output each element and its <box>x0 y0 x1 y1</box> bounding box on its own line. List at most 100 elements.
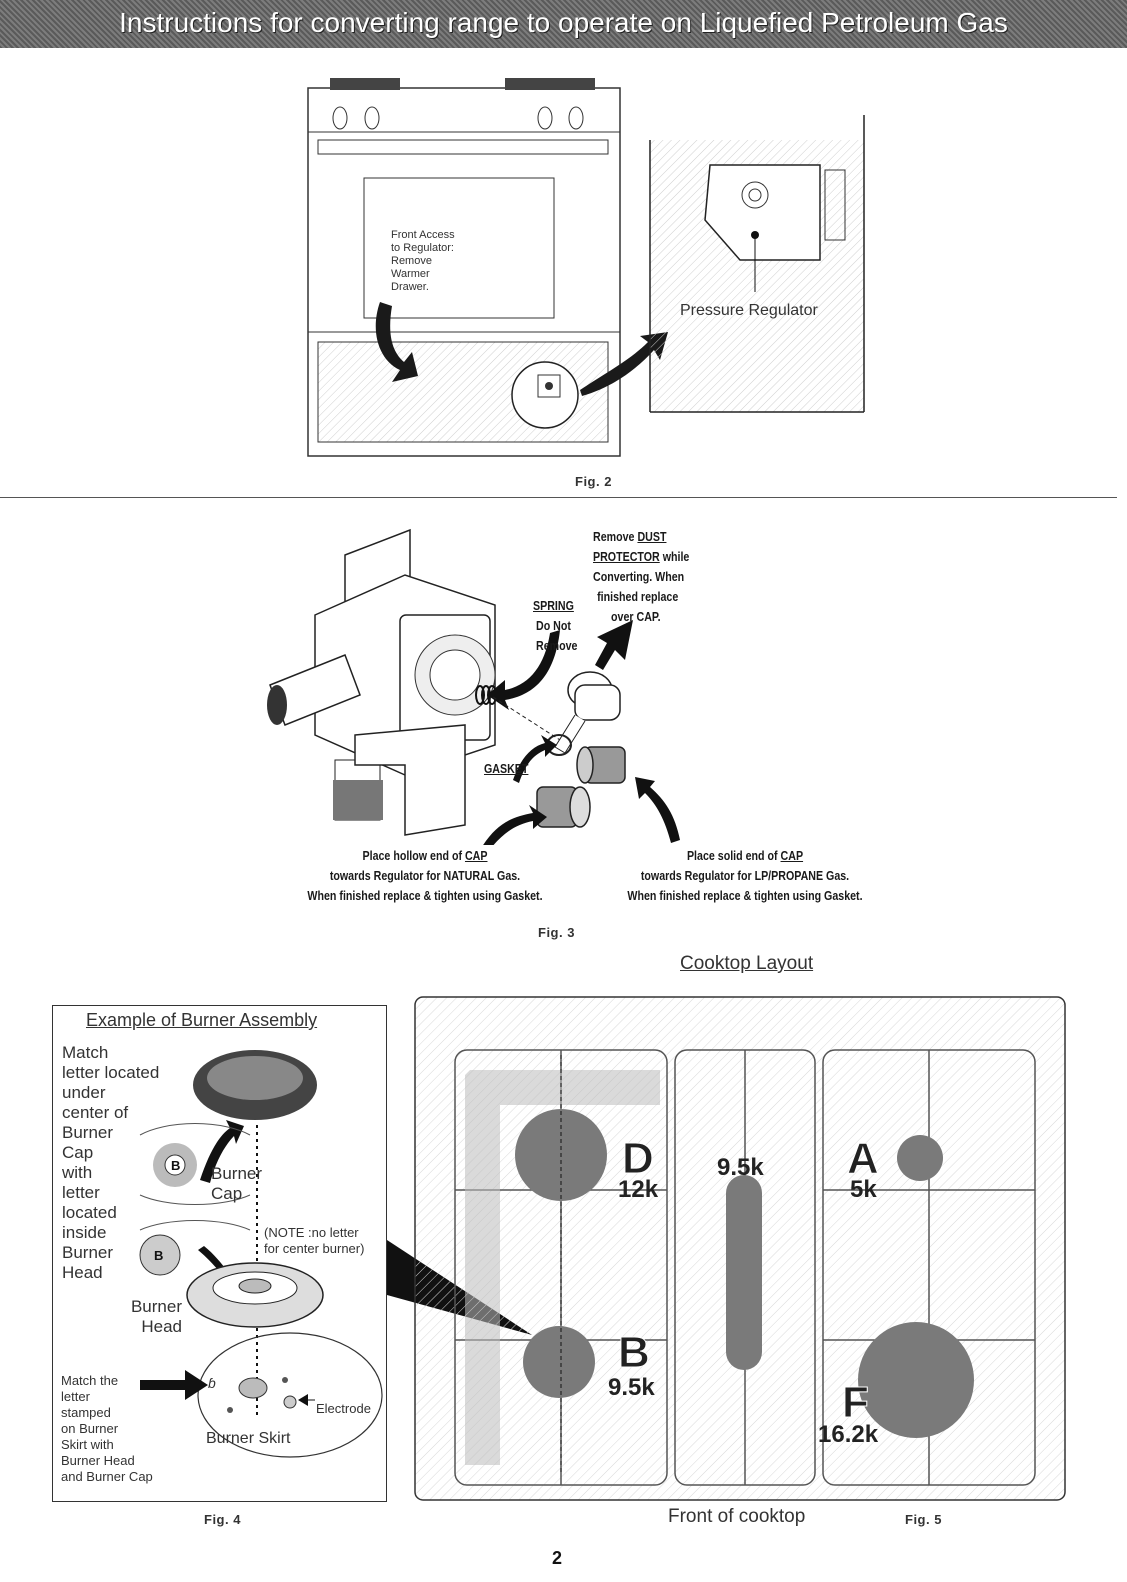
match-line: with <box>62 1163 93 1182</box>
match-line: Burner <box>62 1243 114 1262</box>
burner-cap-line: Cap <box>211 1184 243 1203</box>
fig4-caption: Fig. 4 <box>204 1512 241 1527</box>
svg-text:ɓ: ɓ <box>208 1375 216 1391</box>
burner-letter: A <box>847 1134 879 1183</box>
front-access-line: to Regulator: <box>391 242 454 254</box>
knob-icons <box>332 106 584 130</box>
fig4-burner-illustration: B B ɓ <box>139 1050 383 1458</box>
burner-head-label: Burner Head <box>130 1297 182 1337</box>
match-line: letter <box>62 1183 100 1202</box>
stamped-line: letter <box>61 1389 90 1404</box>
match-line: located <box>62 1203 117 1222</box>
gasket-label: GASKET <box>484 761 529 776</box>
front-access-text: Front Access to Regulator: Remove Warmer… <box>391 229 455 294</box>
dust-line-3: Converting. When <box>593 569 685 584</box>
lp-gas-note: Place solid end of CAP towards Regulator… <box>593 846 896 906</box>
stamped-line: and Burner Cap <box>61 1469 153 1484</box>
page-title: Instructions for converting range to ope… <box>119 7 1008 38</box>
burner-rating: 16.2k <box>818 1421 879 1448</box>
letter-b-cap: B <box>171 1158 180 1173</box>
stamped-line: stamped <box>61 1405 111 1420</box>
front-access-line: Warmer <box>391 268 430 280</box>
burner-cap-label: Burner Cap <box>211 1164 262 1204</box>
electrode-label: Electrode <box>316 1401 371 1416</box>
match-line: Cap <box>62 1143 94 1162</box>
burner-letter: D <box>622 1134 654 1183</box>
fitting-natural <box>536 786 591 828</box>
match-line: Head <box>62 1263 103 1282</box>
while-text: while <box>659 549 690 564</box>
front-access-line: Drawer. <box>391 281 429 293</box>
lp-line-3: When finished replace & tighten using Ga… <box>627 888 863 903</box>
front-of-cooktop-label: Front of cooktop <box>668 1506 806 1527</box>
stamped-line: Match the <box>61 1373 119 1388</box>
cooktop-layout-title: Cooktop Layout <box>680 953 814 974</box>
match-line: under <box>62 1083 106 1102</box>
page-number: 2 <box>552 1548 563 1568</box>
burner-head-line: Burner <box>130 1297 182 1316</box>
burner-skirt-label: Burner Skirt <box>206 1430 291 1447</box>
dust-line-4: finished replace <box>597 589 679 604</box>
dust-protector-note: Remove DUST PROTECTOR while Converting. … <box>593 527 716 627</box>
burner-rating: 5k <box>850 1176 877 1203</box>
burner-rating: 9.5k <box>717 1154 764 1181</box>
match-line: letter located <box>62 1063 160 1082</box>
front-access-line: Front Access <box>391 229 455 241</box>
lp-line-1: Place solid end of CAP <box>593 846 896 866</box>
pressure-regulator-label: Pressure Regulator <box>680 302 818 319</box>
burner-rating: 9.5k <box>608 1374 655 1401</box>
match-line: Burner <box>62 1123 114 1142</box>
burner-center <box>726 1175 762 1370</box>
match-letter-text: Match letter located under center of Bur… <box>62 1043 159 1283</box>
match-line: inside <box>62 1223 107 1242</box>
stamped-line: Skirt with <box>61 1437 114 1452</box>
natural-line-2: towards Regulator for NATURAL Gas. <box>329 868 521 883</box>
fig4-panel <box>52 1005 387 1502</box>
natural-line-3: When finished replace & tighten using Ga… <box>307 888 543 903</box>
burner-letter: F <box>842 1378 869 1427</box>
fitting-lp <box>576 746 626 784</box>
title-banner: Instructions for converting range to ope… <box>0 0 1127 48</box>
dust-line-1: Remove DUST <box>593 527 716 547</box>
burner-F <box>858 1322 974 1438</box>
fig4-title: Example of Burner Assembly <box>86 1010 318 1030</box>
front-access-line: Remove <box>391 255 432 267</box>
dust-underlined: DUST <box>637 529 667 544</box>
dust-line-5: over CAP. <box>611 609 661 624</box>
match-line: Match <box>62 1043 109 1062</box>
dust-line-2: PROTECTOR while <box>593 547 716 567</box>
match-line: center of <box>62 1103 129 1122</box>
fig3-valve-illustration <box>267 528 680 845</box>
fig5-caption: Fig. 5 <box>905 1512 942 1527</box>
natural-text: Place hollow end of <box>362 848 465 863</box>
spring-label: SPRING <box>533 598 574 613</box>
dust-text: Remove <box>593 529 638 544</box>
note-line: (NOTE :no letter <box>264 1225 359 1240</box>
stamped-line: on Burner <box>61 1421 119 1436</box>
burner-head-line: Head <box>141 1317 182 1336</box>
cap-underlined: CAP <box>780 848 804 863</box>
lp-line-2: towards Regulator for LP/PROPANE Gas. <box>640 868 850 883</box>
spring-note-line: Do Not <box>536 618 571 633</box>
fig2-caption: Fig. 2 <box>575 474 612 489</box>
match-stamped-text: Match the letter stamped on Burner Skirt… <box>61 1373 153 1485</box>
fig2-range-illustration <box>307 78 865 457</box>
natural-line-1: Place hollow end of CAP <box>273 846 576 866</box>
letter-b-head: B <box>154 1248 163 1263</box>
burner-A <box>897 1135 943 1181</box>
burner-B <box>523 1326 595 1398</box>
burner-letter: B <box>618 1328 650 1377</box>
lp-text: Place solid end of <box>686 848 781 863</box>
note-line: for center burner) <box>264 1241 365 1256</box>
burner-rating: 12k <box>618 1176 659 1203</box>
fig3-caption: Fig. 3 <box>538 925 575 940</box>
spring-note: Do Not Remove <box>536 616 577 656</box>
burner-cap-line: Burner <box>211 1164 263 1183</box>
spring-note-line: Remove <box>536 638 578 653</box>
stamped-line: Burner Head <box>61 1453 135 1468</box>
protector-underlined: PROTECTOR <box>593 549 660 564</box>
center-burner-note: (NOTE :no letter for center burner) <box>264 1225 364 1257</box>
natural-gas-note: Place hollow end of CAP towards Regulato… <box>273 846 576 906</box>
cap-underlined: CAP <box>464 848 488 863</box>
